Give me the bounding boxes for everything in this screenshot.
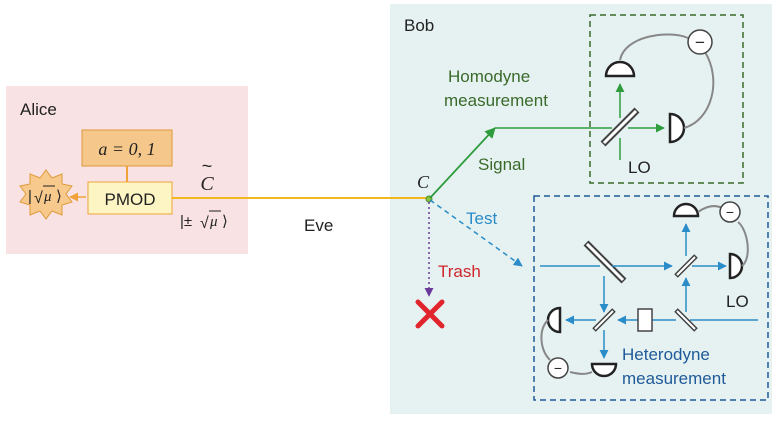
homodyne-detector-right [668, 112, 686, 144]
heterodyne-wire-lower-b [569, 371, 593, 375]
codeword-accent: ~ [202, 156, 213, 176]
pmod-label: PMOD [105, 190, 156, 209]
bob-region [390, 4, 772, 414]
eve-label: Eve [304, 216, 333, 235]
discard-cross-icon [415, 299, 445, 329]
heterodyne-detector-left [546, 306, 562, 334]
pmod-box [87, 181, 173, 215]
source-state-mu: μ [43, 189, 52, 205]
heterodyne-subtractor-lower-icon [547, 357, 569, 379]
signal-label: Signal [478, 155, 525, 174]
modulated-state-mu: μ [209, 214, 218, 230]
heterodyne-detector-top-right [672, 202, 700, 218]
heterodyne-subtractor-upper-icon [719, 201, 741, 223]
homodyne-label-line1: Homodyne [448, 67, 530, 86]
phase-shifter [637, 308, 653, 332]
heterodyne-wire-upper-b [737, 221, 749, 267]
homodyne-label-line2: measurement [444, 91, 548, 110]
test-branch-arrow [429, 199, 523, 267]
modulated-state-open: |± [180, 213, 192, 230]
heterodyne-wire-lower-a [540, 319, 551, 361]
heterodyne-box [533, 195, 769, 401]
codeword-label: C [200, 173, 214, 195]
homodyne-detector-top [604, 60, 636, 78]
heterodyne-label-line2: measurement [622, 369, 726, 388]
heterodyne-detector-right [728, 252, 744, 280]
trash-label: Trash [438, 262, 481, 281]
heterodyne-minus-upper: − [726, 204, 734, 220]
bit-value-label: a = 0, 1 [98, 139, 155, 159]
split-point-label: C [417, 172, 430, 192]
homodyne-minus-sign: − [695, 33, 705, 52]
heterodyne-detector-bottom [590, 362, 618, 378]
homodyne-lo-label: LO [628, 158, 651, 177]
modulated-state-close: ⟩ [222, 213, 228, 230]
homodyne-wire-right [683, 51, 715, 129]
alice-title: Alice [20, 100, 57, 119]
source-sqrt-sign: √ [34, 190, 43, 207]
heterodyne-lo-label: LO [726, 292, 749, 311]
homodyne-subtractor-icon [687, 29, 713, 55]
bob-title: Bob [404, 16, 434, 35]
test-label: Test [466, 209, 497, 228]
homodyne-beam-splitter [600, 107, 640, 147]
source-state-open: | [28, 188, 32, 205]
signal-branch-arrow [429, 127, 496, 199]
heterodyne-lo-splitter [674, 308, 698, 332]
source-state-close: ⟩ [56, 188, 62, 205]
coherent-source-star-icon [19, 169, 73, 220]
heterodyne-input-splitter [583, 240, 627, 284]
bit-value-box [81, 129, 173, 167]
heterodyne-upper-splitter [674, 254, 698, 278]
modulated-sqrt-sign: √ [200, 215, 209, 232]
homodyne-wire-top [619, 33, 689, 61]
heterodyne-minus-lower: − [554, 360, 562, 376]
heterodyne-label-line1: Heterodyne [622, 345, 710, 364]
heterodyne-lower-splitter [592, 308, 616, 332]
